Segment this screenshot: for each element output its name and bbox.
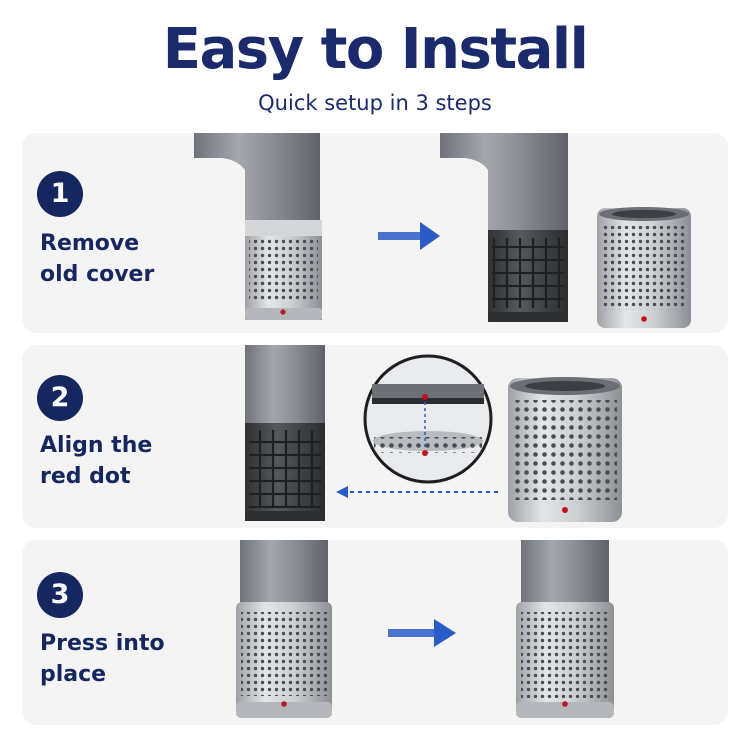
right-arrow-icon xyxy=(388,619,456,647)
step-2-label: Align the red dot xyxy=(40,433,153,489)
step-3-label: Press into place xyxy=(40,631,165,687)
step-3-badge: 3 xyxy=(37,572,83,618)
removed-cover xyxy=(597,207,691,328)
step-1-label: Remove old cover xyxy=(40,231,155,287)
device-with-filter-exposed xyxy=(440,133,568,322)
right-arrow-icon xyxy=(378,222,440,250)
device-cover-installed xyxy=(516,540,614,718)
step-2-badge: 2 xyxy=(37,375,83,421)
magnifier-detail-icon xyxy=(363,354,493,484)
page-subtitle: Quick setup in 3 steps xyxy=(258,91,492,115)
dashed-left-arrow-icon xyxy=(336,486,500,498)
device-cover-attached-before xyxy=(236,540,332,718)
new-cover xyxy=(508,377,622,522)
device-bare-filter xyxy=(245,345,325,521)
page-title: Easy to Install xyxy=(162,17,589,82)
step-1-badge: 1 xyxy=(37,171,83,217)
device-with-old-cover xyxy=(194,133,322,320)
